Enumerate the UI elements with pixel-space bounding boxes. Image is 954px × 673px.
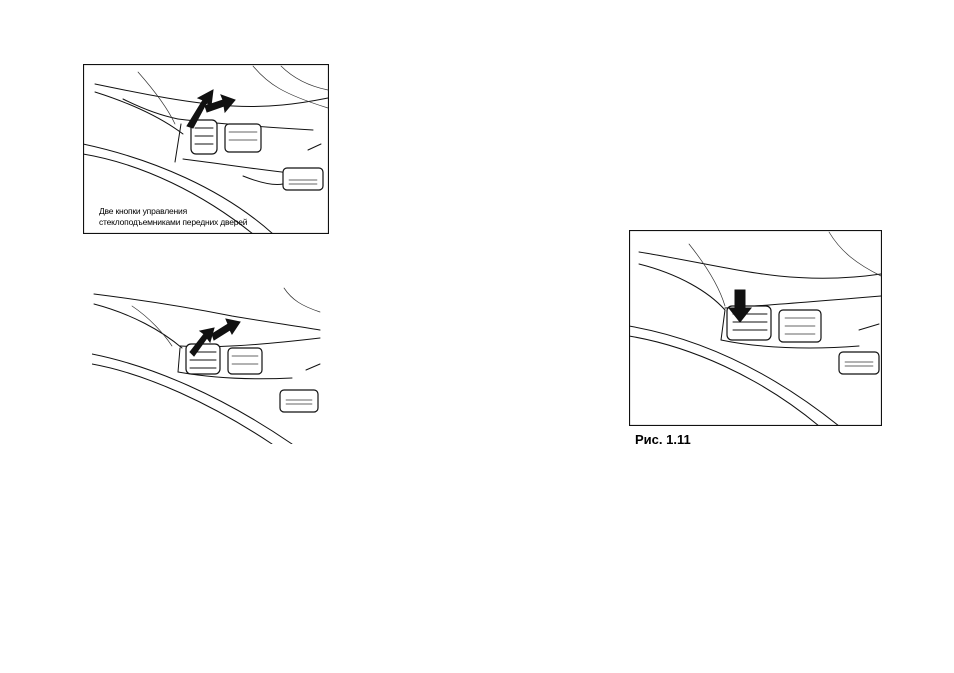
console-drawing: [92, 286, 322, 444]
illustration-switch-press-down: [629, 230, 882, 426]
console-drawing: [629, 230, 882, 426]
figure-caption: Две кнопки управления стеклоподъемниками…: [99, 206, 247, 228]
illustration-switch-pull-up: [92, 286, 322, 444]
illustration-two-window-switches: Две кнопки управления стеклоподъемниками…: [83, 64, 329, 234]
figure-number-label: Рис. 1.11: [635, 432, 691, 447]
caption-line-2: стеклоподъемниками передних дверей: [99, 217, 247, 228]
caption-line-1: Две кнопки управления: [99, 206, 247, 217]
